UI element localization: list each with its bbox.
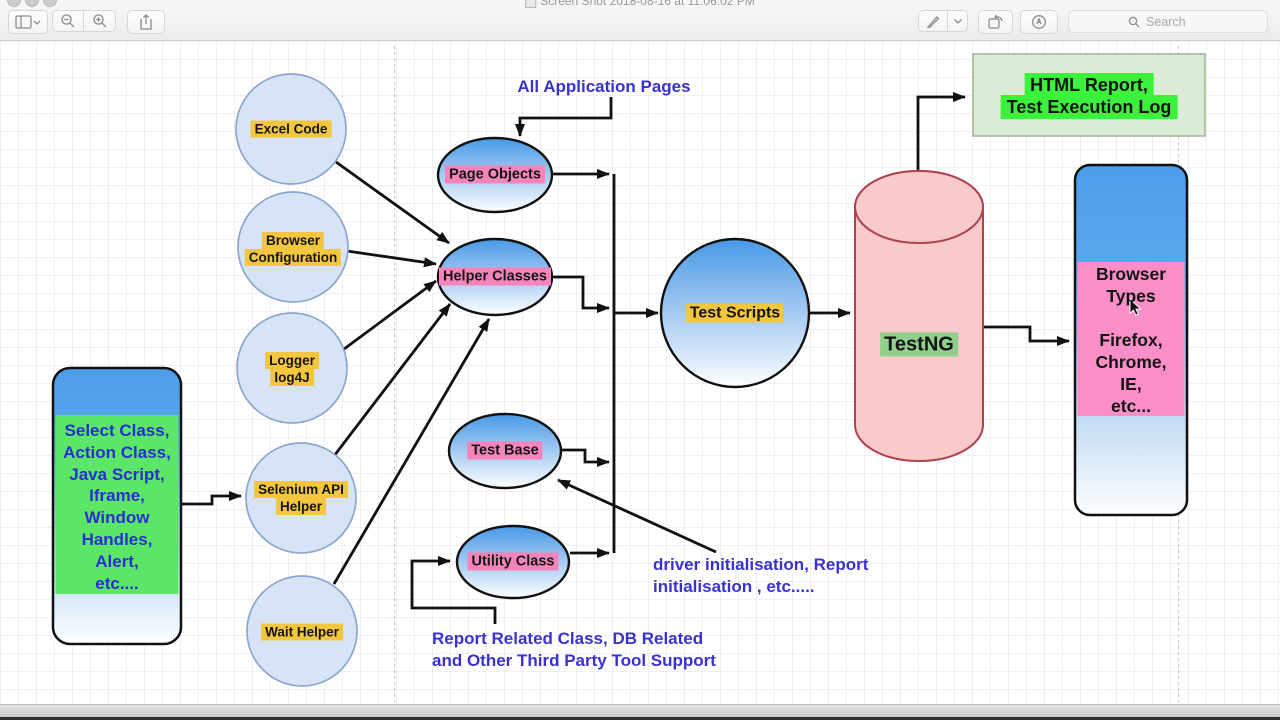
markup-toolbar-button[interactable] [1020, 10, 1058, 34]
node-test-base: Test Base [467, 441, 543, 460]
node-utility-class: Utility Class [467, 552, 559, 571]
search-input[interactable] [1144, 13, 1208, 30]
node-wait-helper: Wait Helper [261, 623, 343, 641]
node-excel-code: Excel Code [250, 120, 332, 138]
node-browser-configuration: Browser Configuration [244, 232, 342, 266]
chevron-down-icon [953, 18, 962, 24]
preview-toolbar: Screen Shot 2018-08-16 at 11.06.02 PM [0, 0, 1280, 41]
minimize-window-button[interactable] [25, 0, 39, 7]
zoom-out-icon [61, 14, 75, 28]
markup-toolbar-icon [1032, 15, 1046, 29]
annotation-all-application-pages: All Application Pages [517, 77, 691, 96]
search-icon [1128, 16, 1140, 27]
close-window-button[interactable] [7, 0, 21, 7]
node-test-scripts: Test Scripts [685, 303, 785, 323]
node-page-objects: Page Objects [445, 165, 545, 184]
zoom-controls [52, 10, 116, 32]
annotation-report-related: Report Related Class, DB Related and Oth… [432, 629, 716, 670]
node-logger-log4j: Logger log4J [265, 352, 319, 386]
sidebar-view-button[interactable] [8, 10, 48, 34]
node-testng: TestNG [880, 332, 958, 357]
document-canvas [0, 41, 1280, 704]
zoom-in-button[interactable] [84, 10, 116, 32]
zoom-in-icon [92, 14, 106, 28]
annotation-driver-init: driver initialisation, Report initialisa… [653, 555, 869, 596]
zoom-out-button[interactable] [52, 10, 84, 32]
node-browser-types: Browser Types Firefox, Chrome, IE, etc..… [1095, 264, 1167, 416]
pen-dropdown-button[interactable] [948, 10, 968, 32]
node-selenium-api-helper: Selenium API Helper [254, 481, 348, 515]
markup-pen-group [918, 10, 968, 32]
markup-pen-icon [926, 15, 939, 28]
document-icon [525, 0, 537, 8]
rotate-button[interactable] [978, 10, 1013, 34]
bottom-bar [0, 704, 1280, 718]
node-helper-classes: Helper Classes [439, 267, 551, 286]
window-title: Screen Shot 2018-08-16 at 11.06.02 PM [525, 0, 755, 8]
share-button[interactable] [127, 10, 165, 34]
sidebar-view-icon [15, 15, 41, 29]
zoom-window-button[interactable] [43, 0, 57, 7]
search-field[interactable] [1068, 10, 1268, 33]
rotate-icon [988, 14, 1003, 29]
share-icon [140, 14, 152, 30]
node-selenium-classes: Select Class, Action Class, Java Script,… [63, 420, 171, 593]
bottom-edge [0, 717, 1280, 720]
markup-pen-button[interactable] [918, 10, 948, 32]
node-html-report: HTML Report, Test Execution Log [1000, 73, 1178, 119]
